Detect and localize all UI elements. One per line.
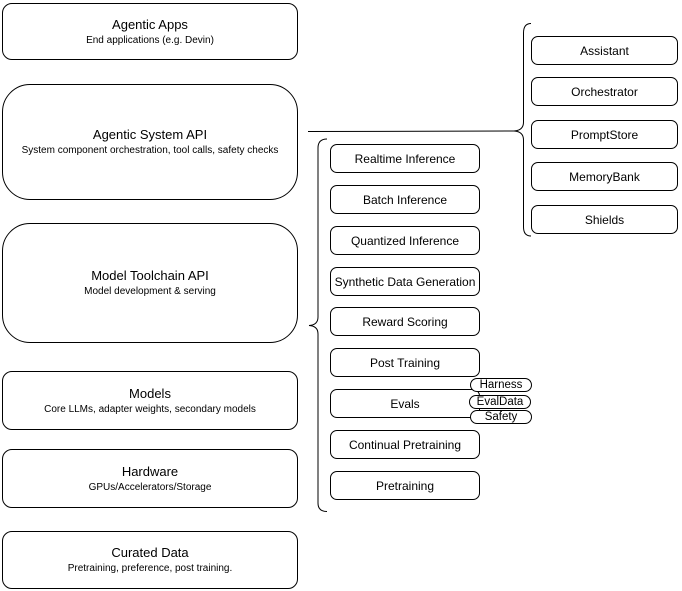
node-label: Pretraining: [375, 478, 435, 493]
system-group-brace: [513, 23, 532, 237]
node-label: Realtime Inference: [354, 151, 456, 166]
node-realtime-inference: Realtime Inference: [330, 144, 480, 173]
tag-label: EvalData: [476, 396, 524, 408]
node-label: MemoryBank: [569, 169, 640, 184]
node-subtitle: Core LLMs, adapter weights, secondary mo…: [44, 403, 256, 415]
node-title: Hardware: [121, 463, 179, 479]
tag-label: Safety: [484, 411, 518, 423]
node-label: Shields: [584, 212, 625, 227]
tag-harness: Harness: [470, 378, 532, 392]
node-agentic-system-api: Agentic System API System component orch…: [2, 84, 298, 200]
node-assistant: Assistant: [531, 36, 678, 65]
node-post-training: Post Training: [330, 348, 480, 377]
node-label: Orchestrator: [571, 84, 638, 99]
node-subtitle: GPUs/Accelerators/Storage: [88, 481, 212, 493]
toolchain-group-brace: [308, 138, 328, 512]
node-curated-data: Curated Data Pretraining, preference, po…: [2, 531, 298, 589]
node-pretraining: Pretraining: [330, 471, 480, 500]
node-subtitle: Pretraining, preference, post training.: [67, 563, 233, 574]
node-quantized-inference: Quantized Inference: [330, 226, 480, 255]
node-label: Batch Inference: [362, 192, 448, 207]
node-agentic-apps: Agentic Apps End applications (e.g. Devi…: [2, 3, 298, 60]
node-title: Agentic Apps: [112, 16, 188, 32]
node-label: Quantized Inference: [350, 233, 460, 248]
node-label: Assistant: [580, 43, 629, 58]
node-synthetic-data-generation: Synthetic Data Generation: [330, 267, 480, 296]
node-batch-inference: Batch Inference: [330, 185, 480, 214]
node-hardware: Hardware GPUs/Accelerators/Storage: [2, 449, 298, 508]
node-title: Curated Data: [111, 545, 189, 560]
node-title: Model Toolchain API: [91, 268, 209, 283]
tag-label: Harness: [479, 379, 523, 391]
node-label: Post Training: [369, 355, 441, 370]
node-label: Synthetic Data Generation: [334, 274, 476, 289]
node-label: Continual Pretraining: [348, 437, 462, 452]
node-label: Evals: [390, 396, 420, 411]
node-title: Agentic System API: [92, 127, 208, 142]
node-label: PromptStore: [570, 127, 639, 142]
node-orchestrator: Orchestrator: [531, 77, 678, 106]
node-models: Models Core LLMs, adapter weights, secon…: [2, 371, 298, 430]
node-promptstore: PromptStore: [531, 120, 678, 149]
node-subtitle: End applications (e.g. Devin): [86, 34, 214, 46]
node-subtitle: System component orchestration, tool cal…: [21, 145, 279, 156]
node-subtitle: Model development & serving: [84, 286, 216, 297]
tag-safety: Safety: [470, 410, 532, 424]
node-memorybank: MemoryBank: [531, 162, 678, 191]
node-evals: Evals: [330, 389, 480, 418]
tag-evaldata: EvalData: [469, 395, 531, 409]
system-api-to-system-group-connector: [307, 130, 515, 132]
node-reward-scoring: Reward Scoring: [330, 307, 480, 336]
node-shields: Shields: [531, 205, 678, 234]
node-model-toolchain-api: Model Toolchain API Model development & …: [2, 223, 298, 343]
node-continual-pretraining: Continual Pretraining: [330, 430, 480, 459]
node-title: Models: [129, 385, 171, 401]
node-label: Reward Scoring: [362, 314, 448, 329]
